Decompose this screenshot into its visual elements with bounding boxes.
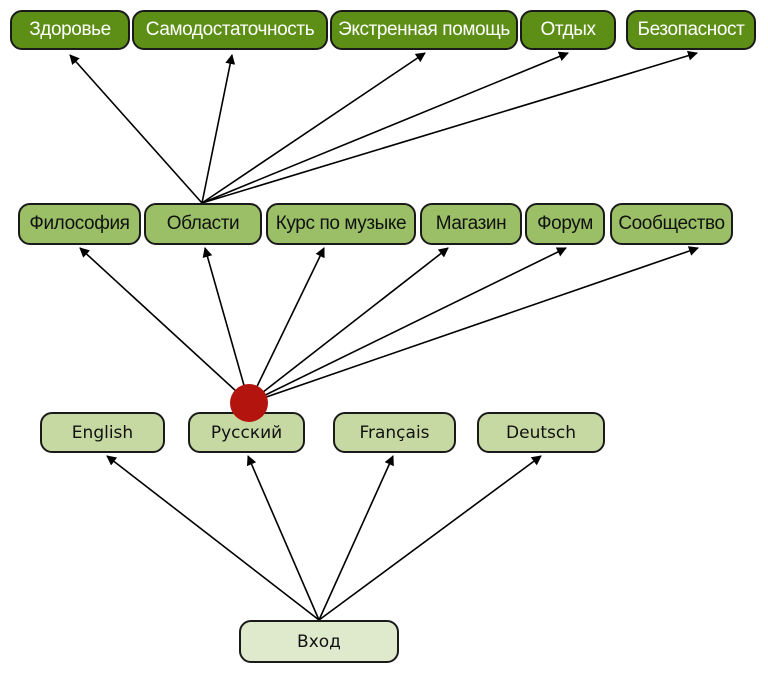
edge-entry-to-fr [318,455,394,621]
node-philosophy[interactable]: Философия [18,203,141,245]
node-label: Курс по музыке [275,213,407,234]
node-label: English [71,422,134,443]
node-label: Философия [29,213,130,234]
edge-entry-to-en [106,455,320,621]
node-emergency-help[interactable]: Экстренная помощь [330,10,518,50]
node-label: Безопасност [637,19,745,40]
edge-ru-to-community [248,246,699,404]
edge-ru-to-music [248,247,325,404]
edge-entry-to-ru [246,455,320,621]
node-label: Области [166,213,240,234]
node-health[interactable]: Здоровье [10,10,130,50]
node-label: Сообщество [618,213,725,234]
node-self-sufficiency[interactable]: Самодостаточность [132,10,328,50]
node-safety[interactable]: Безопасност [626,10,756,50]
node-label: Экстренная помощь [338,19,510,40]
node-english[interactable]: English [40,412,165,453]
edge-areas-to-rest [201,51,569,204]
edge-areas-to-health [69,54,203,204]
node-label: Магазин [435,213,507,234]
node-music-course[interactable]: Курс по музыке [266,203,416,245]
node-label: Вход [297,631,341,652]
node-community[interactable]: Сообщество [610,203,733,245]
node-label: Здоровье [29,19,111,40]
node-label: Отдых [540,19,596,40]
node-label: Русский [210,422,283,443]
node-forum[interactable]: Форум [525,203,605,245]
node-french[interactable]: Français [333,412,456,453]
node-german[interactable]: Deutsch [477,412,605,453]
edge-entry-to-de [318,455,542,621]
node-label: Français [359,422,430,443]
edge-areas-to-emergency [201,52,426,204]
node-label: Форум [537,213,593,234]
edge-ru-to-shop [248,247,449,404]
edge-ru-to-areas [202,247,250,404]
node-areas[interactable]: Области [144,203,262,245]
node-entry[interactable]: Вход [239,620,399,663]
edge-ru-to-philosophy [79,247,250,404]
node-rest[interactable]: Отдых [520,10,616,50]
edge-ru-to-forum [248,247,567,404]
edge-areas-to-safety [201,50,698,204]
node-label: Самодостаточность [145,19,315,40]
edge-areas-to-selfsuff [201,54,236,204]
node-shop[interactable]: Магазин [420,203,522,245]
node-label: Deutsch [506,422,576,443]
current-location-marker [230,384,268,422]
